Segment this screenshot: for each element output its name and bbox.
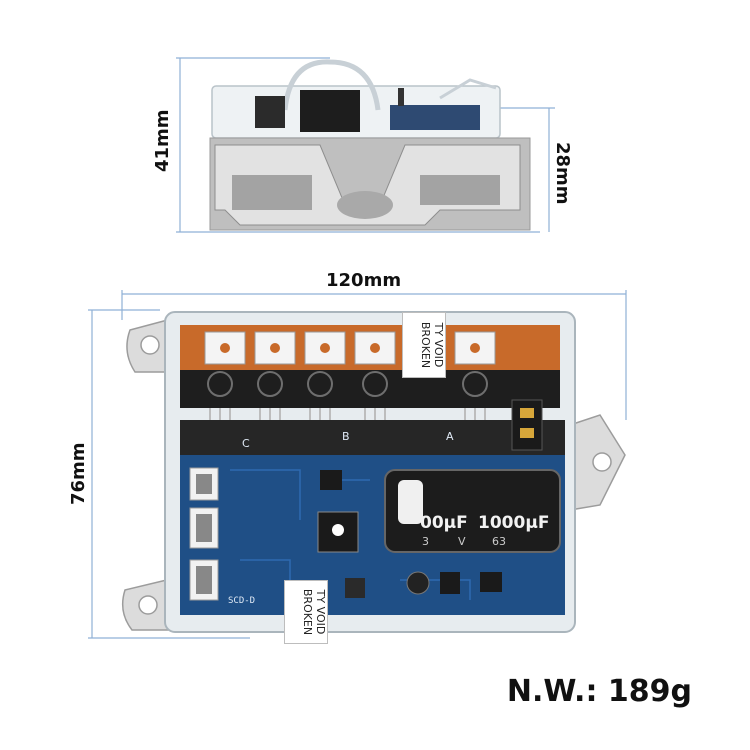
mosfet-tabs <box>204 331 496 365</box>
capacitor-sub-right: 63 <box>492 535 506 548</box>
warranty-sticker-top-line1: TY VOID <box>432 322 445 368</box>
bulk-capacitor <box>384 469 561 553</box>
capacitor-label-right: 1000µF <box>478 513 549 533</box>
warranty-sticker-bottom: TY VOID BROKEN <box>284 580 328 644</box>
capacitor-sub-v: V <box>458 535 466 548</box>
side-view-heatsink <box>209 137 531 231</box>
top-height-label: 41mm <box>152 109 173 172</box>
xt-connector <box>511 399 543 451</box>
mosfet-screws <box>207 371 488 397</box>
top-depth-label: 28mm <box>552 142 573 205</box>
side-view-illustration <box>176 57 555 233</box>
capacitor-sub-left: 3 <box>422 535 429 548</box>
mosfet-bodies <box>180 370 560 408</box>
warranty-sticker-bottom-line2: BROKEN <box>301 588 314 636</box>
phase-a-label: A <box>446 430 454 443</box>
capacitor-label-left: 00µF <box>420 513 468 533</box>
warranty-sticker-top: TY VOID BROKEN <box>402 312 446 378</box>
mosfet-holes <box>220 343 480 353</box>
small-capacitor <box>406 571 430 595</box>
warranty-sticker-top-line2: BROKEN <box>419 321 432 369</box>
phase-b-label: B <box>342 430 350 443</box>
net-weight-label: N.W.: 189g <box>506 674 692 709</box>
warranty-sticker-bottom-line1: TY VOID <box>314 589 327 635</box>
board-view-dimension-lines <box>88 290 627 639</box>
side-view-dimension-lines <box>176 57 555 233</box>
side-view-lid <box>211 59 501 139</box>
width-label: 120mm <box>326 270 402 291</box>
board-view-illustration: 00µF 1000µF 3 V 63 C B A SCD-D <box>88 290 627 639</box>
phase-c-label: C <box>242 437 250 450</box>
mounting-ears <box>121 317 626 631</box>
serial-label: SCD-D <box>228 596 255 606</box>
power-section <box>180 420 565 455</box>
